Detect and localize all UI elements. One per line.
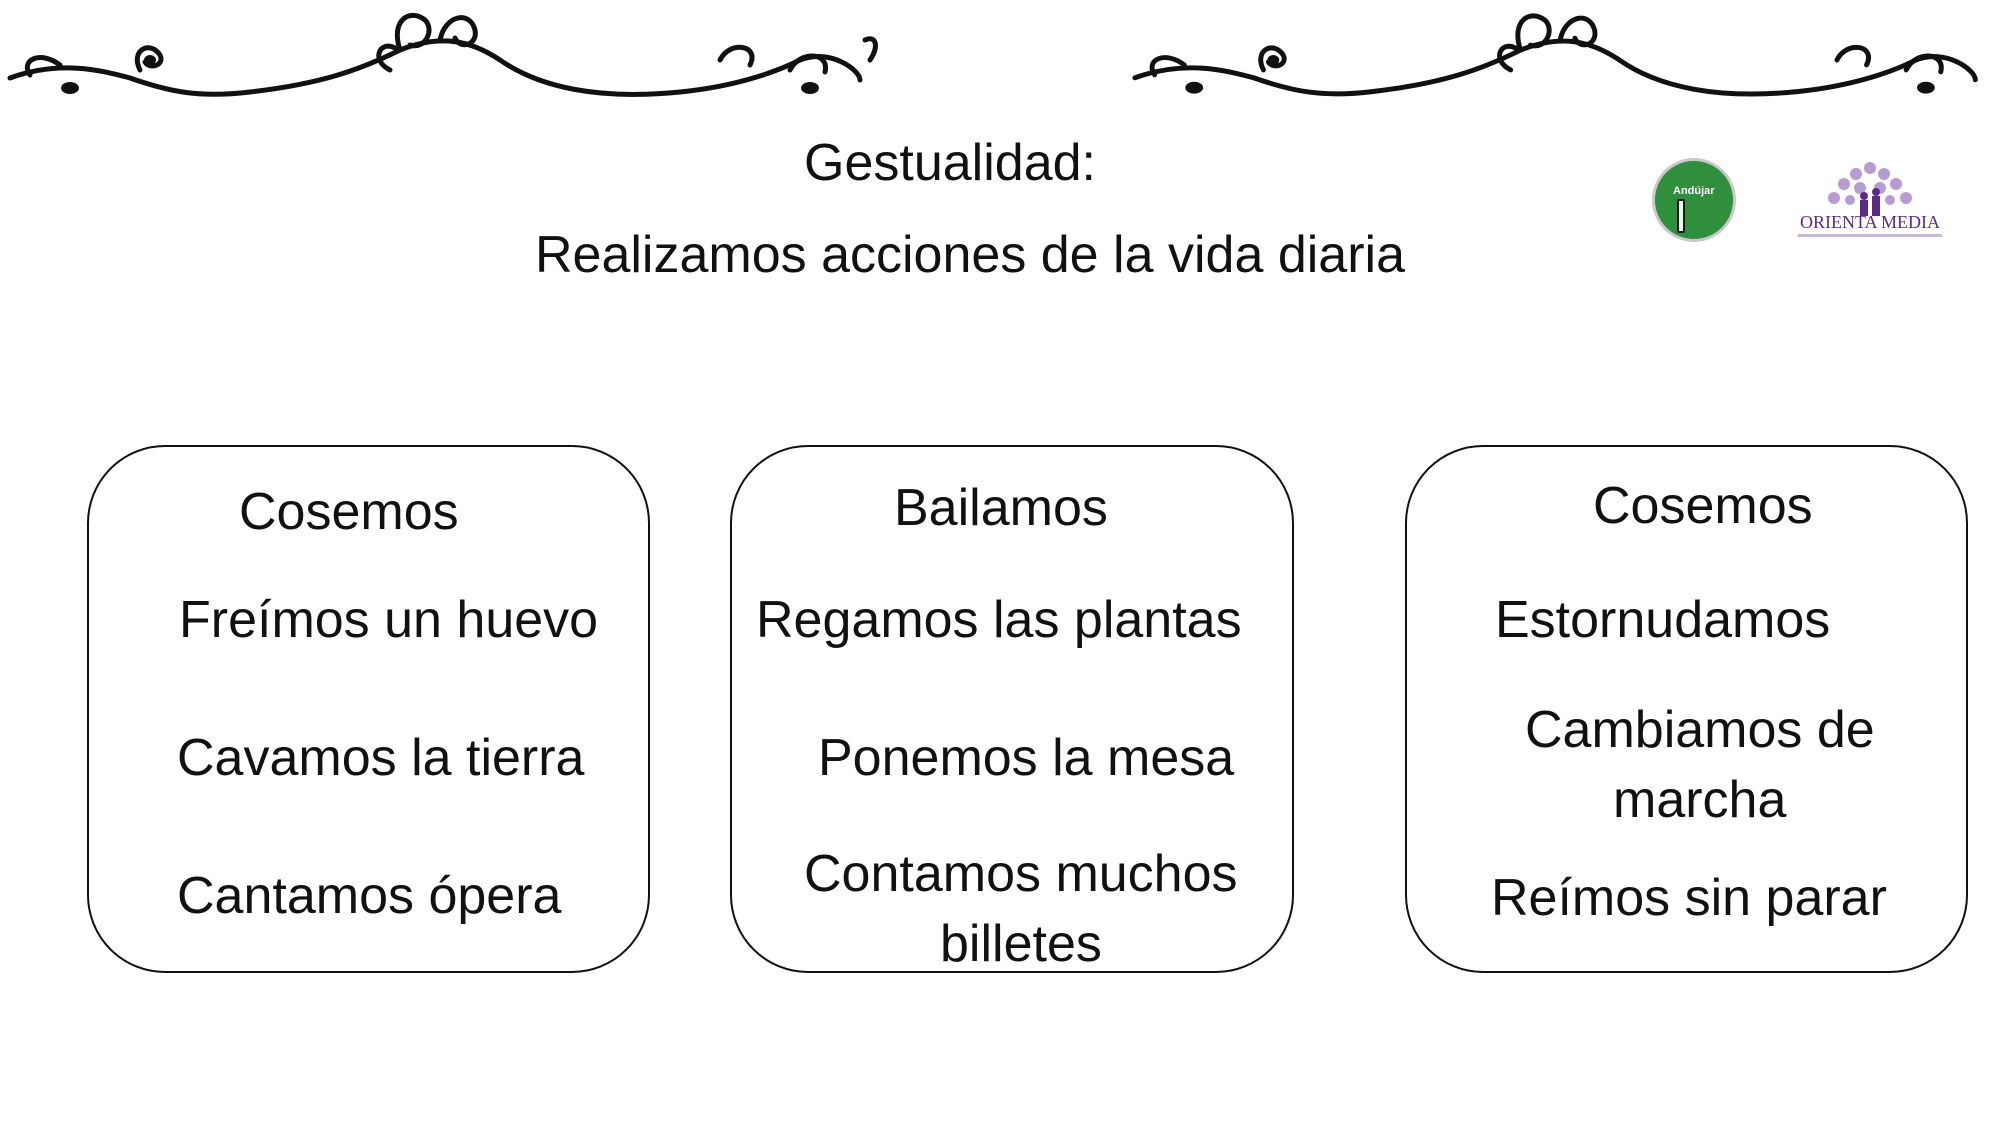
page-title: Gestualidad:	[804, 134, 1096, 192]
card-item: marcha	[1613, 771, 1787, 829]
logo-tagline-line	[1798, 234, 1942, 237]
card-item: Cantamos ópera	[177, 867, 562, 925]
card-column-3: Cosemos Estornudamos Cambiamos de marcha…	[1405, 445, 1968, 973]
card-item: Cavamos la tierra	[177, 729, 585, 787]
card-item: Cambiamos de	[1525, 701, 1875, 759]
card-item: Cosemos	[1593, 477, 1813, 535]
page-subtitle: Realizamos acciones de la vida diaria	[534, 226, 1405, 284]
card-item: Bailamos	[894, 479, 1108, 537]
flourish-divider-icon	[7, 12, 878, 97]
card-item: Contamos muchos	[804, 845, 1238, 903]
card-column-1: Cosemos Freímos un huevo Cavamos la tier…	[87, 445, 650, 973]
flourish-divider-icon	[1132, 13, 1978, 97]
pencil-logo-icon: Andújar	[1652, 158, 1736, 242]
card-item: Freímos un huevo	[179, 591, 599, 649]
card-item: Cosemos	[239, 483, 459, 541]
card-item: Regamos las plantas	[756, 591, 1242, 649]
card-item: Reímos sin parar	[1491, 869, 1887, 927]
pencil-icon	[1677, 199, 1685, 233]
tree-dots-icon	[1828, 162, 1912, 216]
card-column-2: Bailamos Regamos las plantas Ponemos la …	[730, 445, 1294, 973]
people-tree-logo-icon: ORIENTA MEDIA	[1790, 160, 1950, 240]
card-item: Estornudamos	[1495, 591, 1831, 649]
logo-andujar-text: Andújar	[1673, 185, 1715, 197]
card-item: billetes	[940, 915, 1102, 973]
card-item: Ponemos la mesa	[818, 729, 1235, 787]
logo-orienta-text: ORIENTA MEDIA	[1799, 212, 1941, 232]
